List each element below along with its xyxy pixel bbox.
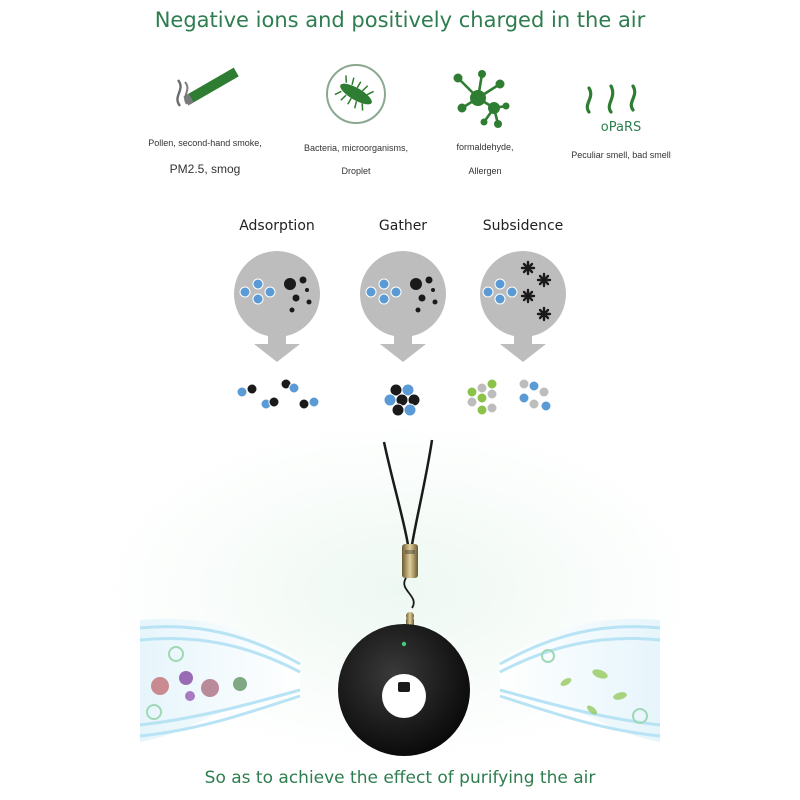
pollutant-line: PM2.5, smog [169, 162, 241, 176]
cigarette-smoke-icon [176, 67, 239, 107]
stage-gather: Gather [338, 218, 468, 417]
adsorption-diagram-icon [234, 251, 320, 410]
pollutant-odor: oPaRS Peculiar smell, bad smell [565, 80, 677, 170]
necklace-air-purifier-icon [0, 420, 800, 760]
pollutant-smoke: Pollen, second-hand smoke, PM2.5, smog [140, 62, 270, 182]
pollutant-line: formaldehyde, [456, 142, 514, 152]
stage-subsidence: Subsidence [458, 218, 588, 416]
pollutant-line: Pollen, second-hand smoke, [148, 138, 262, 148]
pollutant-line: Bacteria, microorganisms, [303, 143, 409, 153]
subsidence-diagram-icon [466, 251, 566, 416]
pollutant-bacteria: Bacteria, microorganisms, Droplet [296, 62, 416, 182]
tagline: So as to achieve the effect of purifying… [204, 768, 596, 788]
molecule-icon [453, 70, 510, 128]
gather-diagram-icon [360, 251, 446, 417]
pollutant-line: oPaRS [600, 120, 642, 135]
pollutant-line: Droplet [341, 166, 371, 176]
stage-label: Subsidence [482, 218, 564, 234]
pollutant-formaldehyde: formaldehyde, Allergen [430, 62, 540, 182]
page-title: Negative ions and positively charged in … [154, 8, 646, 32]
bacteria-icon [326, 64, 386, 124]
pollutant-line: Allergen [468, 166, 502, 176]
stage-label: Adsorption [239, 218, 315, 234]
odor-waves-icon [585, 84, 637, 114]
stage-adsorption: Adsorption [212, 218, 342, 410]
pollutant-line: Peculiar smell, bad smell [571, 150, 671, 160]
stage-label: Gather [378, 218, 428, 234]
